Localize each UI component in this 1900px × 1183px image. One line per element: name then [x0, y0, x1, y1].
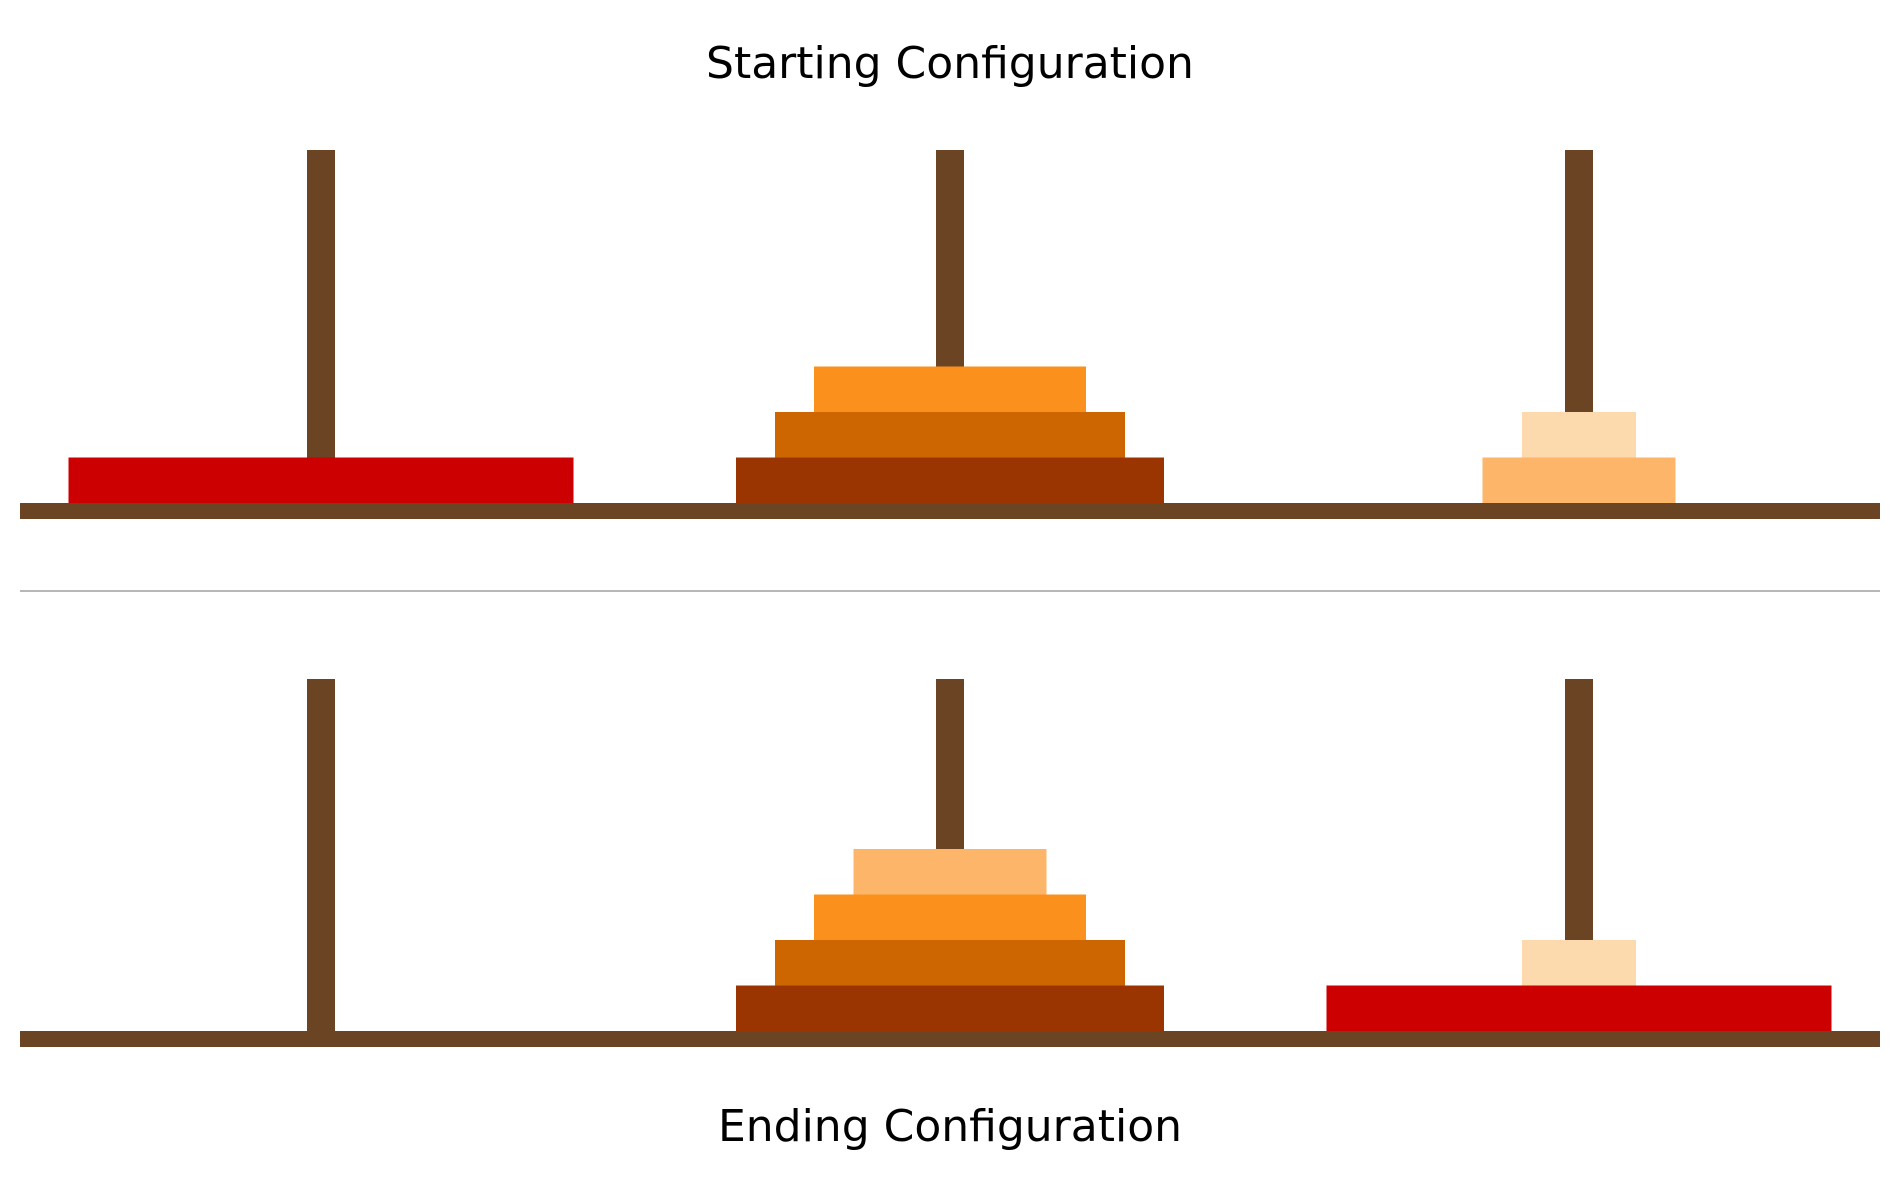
- disk-size-1: [1522, 412, 1636, 458]
- disk-size-2: [853, 849, 1047, 895]
- ending-configuration-panel: [20, 679, 1880, 1047]
- disk-size-1: [1522, 940, 1636, 986]
- disk-size-4: [775, 940, 1125, 986]
- title-ending-configuration: Ending Configuration: [718, 1101, 1182, 1152]
- disk-size-4: [775, 412, 1125, 458]
- base-board: [20, 503, 1880, 519]
- disk-size-5: [736, 985, 1164, 1031]
- title-starting-configuration: Starting Configuration: [706, 38, 1194, 89]
- base-board: [20, 1031, 1880, 1047]
- peg-1: [307, 150, 335, 505]
- disk-size-2: [1482, 457, 1676, 503]
- disk-size-6: [68, 457, 574, 503]
- disk-size-5: [736, 457, 1164, 503]
- peg-1: [307, 679, 335, 1033]
- disk-size-3: [814, 366, 1086, 412]
- starting-configuration-panel: [20, 150, 1880, 519]
- disk-size-3: [814, 894, 1086, 940]
- disk-size-6: [1326, 985, 1832, 1031]
